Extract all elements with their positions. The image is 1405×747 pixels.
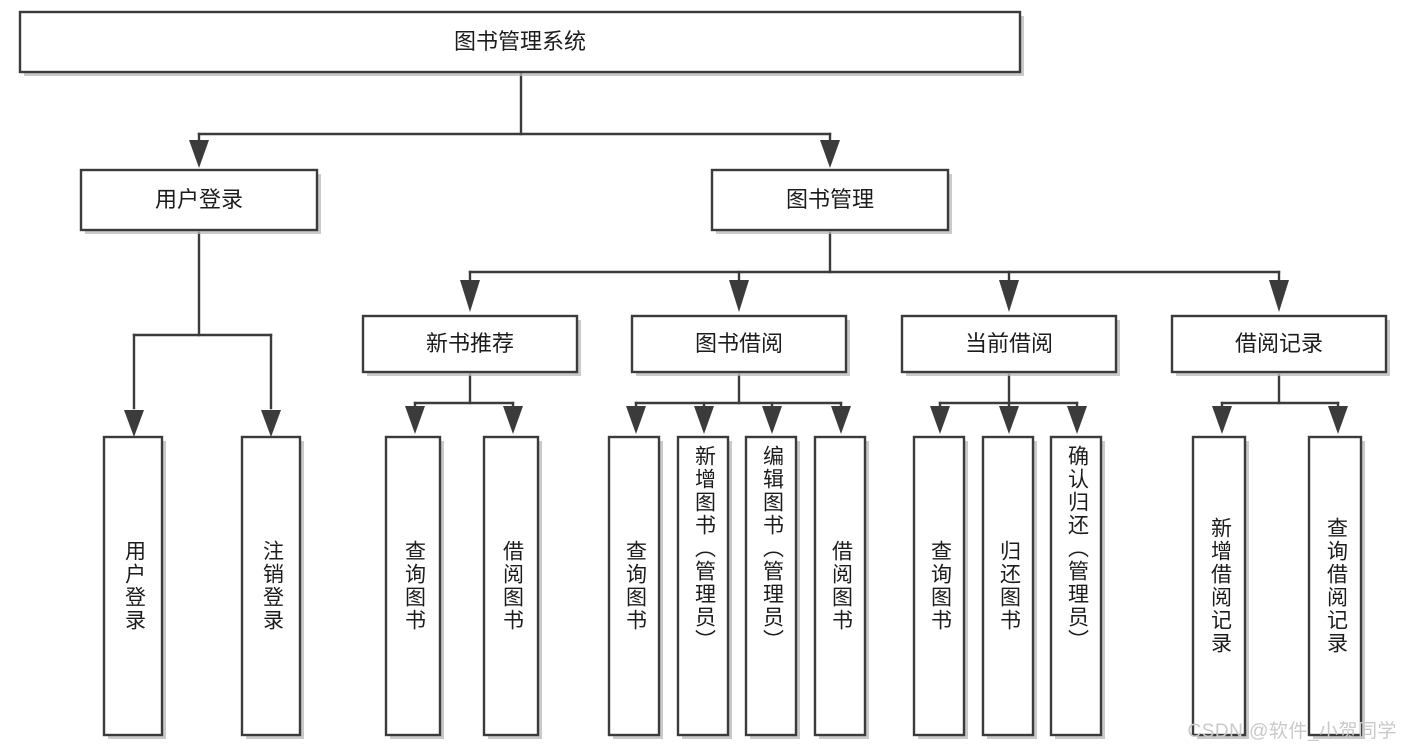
node-borrow-record[interactable]: 借阅记录 (1170, 314, 1390, 376)
node-new-book-recommend[interactable]: 新书推荐 (361, 314, 581, 376)
arrowhead-borrow-record (1269, 280, 1289, 312)
leaf-cb-1-box[interactable] (912, 435, 966, 737)
arrowhead-br-leaf-2 (1328, 406, 1348, 434)
arrowhead-br-leaf-1 (1212, 406, 1232, 434)
leaf-bb-3-box[interactable] (744, 435, 798, 737)
arrowhead-bb-leaf-1 (626, 406, 646, 434)
node-book-manage-box (710, 168, 950, 232)
node-book-borrow[interactable]: 图书借阅 (630, 314, 850, 376)
arrowhead-current-borrow (999, 280, 1019, 312)
arrowhead-leaf-logout (261, 410, 281, 437)
node-user-login[interactable]: 用户登录 (79, 168, 321, 234)
leaf-cb-2-box[interactable] (981, 435, 1035, 737)
node-borrow-record-box (1170, 314, 1388, 374)
arrowhead-cb-leaf-2 (999, 406, 1019, 434)
arrowhead-leaf-user-login (124, 410, 144, 437)
arrowhead-bb-leaf-3 (762, 406, 782, 434)
leaf-user-login-box[interactable] (102, 435, 164, 737)
arrowhead-bb-leaf-4 (831, 406, 851, 434)
node-user-login-label: 用户登录 (155, 187, 243, 212)
node-root-label: 图书管理系统 (454, 29, 586, 54)
leaf-br-2-box[interactable] (1307, 435, 1363, 737)
arrowhead-new-book (460, 280, 480, 312)
arrowhead-book-manage (820, 140, 840, 168)
leaf-logout-box[interactable] (240, 435, 302, 737)
arrowhead-user-login (189, 140, 209, 168)
node-new-book-label: 新书推荐 (426, 331, 514, 356)
leaf-nb-1-box[interactable] (384, 435, 442, 737)
arrowhead-cb-leaf-1 (930, 406, 950, 434)
arrowhead-nb-leaf-2 (503, 406, 523, 434)
node-new-book-box (361, 314, 579, 374)
node-book-manage[interactable]: 图书管理 (710, 168, 952, 234)
node-current-borrow-label: 当前借阅 (965, 331, 1053, 356)
node-root[interactable]: 图书管理系统 (18, 10, 1024, 76)
node-current-borrow[interactable]: 当前借阅 (900, 314, 1120, 376)
arrowhead-book-borrow (729, 280, 749, 312)
node-borrow-record-label: 借阅记录 (1235, 331, 1323, 356)
leaf-bb-2-box[interactable] (676, 435, 730, 737)
leaf-bb-4-box[interactable] (813, 435, 867, 737)
arrowhead-bb-leaf-2 (694, 406, 714, 434)
arrowhead-nb-leaf-1 (405, 406, 425, 434)
leaf-nb-2-box[interactable] (482, 435, 540, 737)
node-book-borrow-box (630, 314, 848, 374)
watermark-text: CSDN @软件_小贺同学 (1187, 721, 1397, 742)
leaf-cb-3-box[interactable] (1049, 435, 1103, 737)
leaf-br-1-box[interactable] (1191, 435, 1247, 737)
node-book-borrow-label: 图书借阅 (695, 331, 783, 356)
node-user-login-box (79, 168, 319, 232)
leaf-bb-1-box[interactable] (607, 435, 661, 737)
node-book-manage-label: 图书管理 (786, 187, 874, 212)
leaf-boxes-group (102, 435, 1365, 739)
node-current-borrow-box (900, 314, 1118, 374)
arrowhead-cb-leaf-3 (1067, 406, 1087, 434)
node-root-box (18, 10, 1022, 74)
arrowheads-group (124, 140, 1348, 437)
